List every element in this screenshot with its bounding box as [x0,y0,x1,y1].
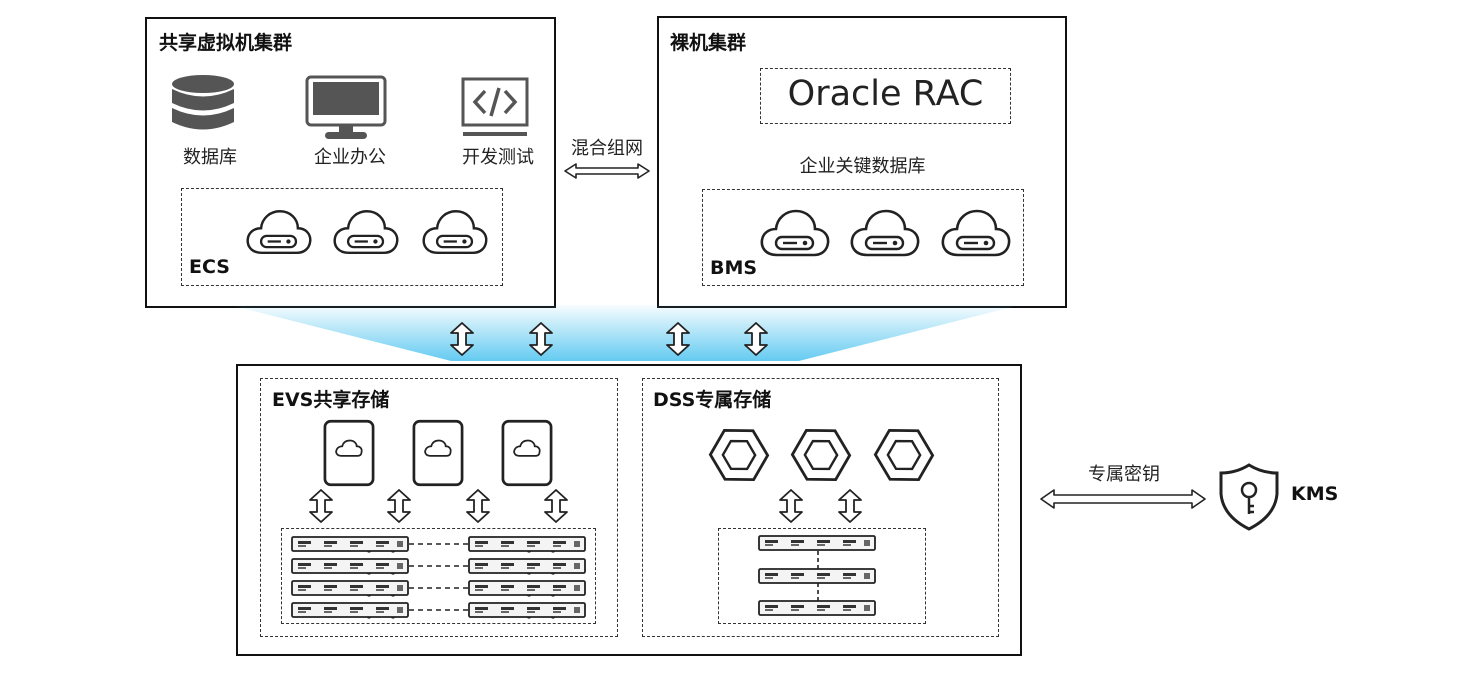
critical-db-label: 企业关键数据库 [799,156,926,177]
bidirectional-arrow-icon [1040,489,1206,509]
oracle-rac-box [760,68,1011,124]
server-rack-icon [291,602,409,618]
updown-arrow-icon [544,489,568,523]
dedicated-key-label: 专属密钥 [1088,464,1160,485]
updown-arrow-icon [744,322,768,356]
shield-key-icon [1219,463,1279,531]
server-rack-icon [468,580,586,596]
server-rack-icon [291,580,409,596]
updown-arrow-icon [838,489,862,523]
bms-cloud-server-icon [849,208,921,260]
database-icon [172,75,234,130]
vm-cluster-panel [145,17,556,308]
updown-arrow-icon [666,322,690,356]
ecs-cloud-server-icon [332,208,400,258]
updown-arrow-icon [466,489,490,523]
server-rack-icon [758,568,876,584]
vm-cluster-title: 共享虚拟机集群 [159,32,293,54]
ecs-label: ECS [189,256,230,278]
office-label: 企业办公 [314,147,386,168]
hex-storage-icon [708,424,770,486]
dss-rack-links [817,551,819,602]
storage-link-glow [230,305,1020,361]
disk-icon [412,418,464,488]
bm-cluster-panel [657,16,1067,308]
code-icon [461,77,529,136]
updown-arrow-icon [309,489,333,523]
evs-group [260,378,618,637]
bm-cluster-title: 裸机集群 [670,32,747,54]
dss-server-group [718,528,926,624]
evs-server-group [281,528,596,624]
ecs-cloud-server-icon [421,208,489,258]
updown-arrow-icon [779,489,803,523]
bms-group [702,189,1024,286]
bms-label: BMS [710,257,758,279]
updown-arrow-icon [450,322,474,356]
monitor-icon [305,75,387,139]
bidirectional-arrow-icon [564,163,650,179]
server-rack-icon [291,558,409,574]
hex-storage-icon [790,424,852,486]
updown-arrow-icon [529,322,553,356]
hybrid-network-label: 混合组网 [571,138,643,159]
hex-storage-icon [873,424,935,486]
ecs-cloud-server-icon [245,208,313,258]
dss-group [642,378,999,637]
server-rack-icon [468,558,586,574]
dss-title: DSS专属存储 [653,389,772,411]
server-rack-icon [468,602,586,618]
server-rack-icon [758,535,876,551]
kms-label: KMS [1291,483,1339,505]
disk-icon [323,418,375,488]
evs-title: EVS共享存储 [272,389,390,411]
disk-icon [501,418,553,488]
oracle-rac-label: Oracle RAC [787,74,984,114]
updown-arrow-icon [387,489,411,523]
ecs-group [181,188,503,286]
dev-test-label: 开发测试 [462,147,534,168]
server-rack-icon [758,600,876,616]
bms-cloud-server-icon [940,208,1012,260]
server-rack-icon [291,536,409,552]
database-label: 数据库 [183,147,237,168]
server-rack-icon [468,536,586,552]
bms-cloud-server-icon [759,208,831,260]
